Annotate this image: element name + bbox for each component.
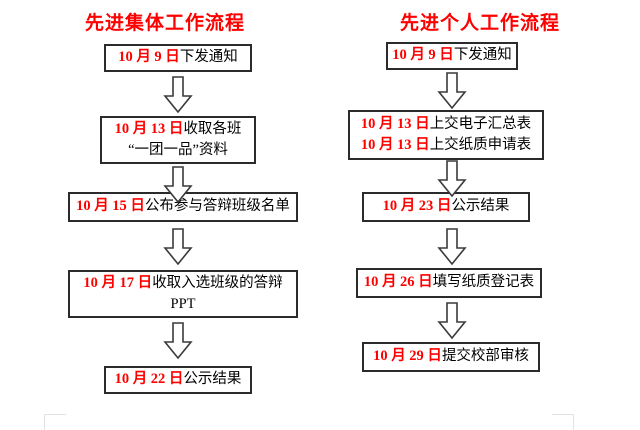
node-date: 10 月 22 日 [114, 371, 184, 388]
arrow-down-icon [437, 160, 467, 198]
node-date: 10 月 26 日 [363, 274, 433, 291]
page-margin-corner-bottom-left [44, 414, 66, 430]
node-date: 10 月 17 日 [83, 274, 153, 291]
arrow-down-icon [437, 228, 467, 266]
node-text: 上交纸质申请表 [429, 137, 532, 153]
node-date: 10 月 9 日 [118, 49, 180, 66]
node-text: “一团一品”资料 [128, 142, 228, 158]
node-line: 10 月 9 日下发通知 [118, 47, 238, 68]
node-date: 10 月 13 日 [360, 137, 430, 153]
arrow-down-icon [163, 166, 193, 204]
node-line: 10 月 23 日公示结果 [383, 196, 510, 217]
node-date: 10 月 13 日 [114, 120, 184, 137]
node-text: PPT [170, 296, 196, 312]
process-node[interactable]: 10 月 13 日收取各班 “一团一品”资料 [100, 116, 256, 164]
node-line: 10 月 29 日提交校部审核 [373, 346, 529, 367]
arrow-down-icon [163, 322, 193, 360]
node-text: 下发通知 [453, 47, 512, 64]
node-text: 提交校部审核 [441, 348, 529, 365]
node-text: 公示结果 [451, 198, 510, 215]
node-text: 下发通知 [179, 49, 238, 66]
process-node[interactable]: 10 月 17 日收取入选班级的答辩 PPT [68, 270, 298, 318]
node-line: 10 月 13 日收取各班 [115, 119, 242, 140]
column-title-individual: 先进个人工作流程 [399, 13, 560, 34]
node-text: 公示结果 [183, 371, 242, 388]
node-line: 10 月 13 日上交纸质申请表 [361, 135, 531, 156]
page-margin-corner-bottom-right [552, 414, 574, 430]
node-line: 10 月 9 日下发通知 [392, 45, 512, 66]
node-text: 填写纸质登记表 [432, 274, 535, 291]
process-node[interactable]: 10 月 29 日提交校部审核 [362, 342, 540, 372]
process-node[interactable]: 10 月 9 日下发通知 [386, 42, 518, 70]
node-date: 10 月 29 日 [373, 348, 442, 365]
process-node[interactable]: 10 月 13 日上交电子汇总表 10 月 13 日上交纸质申请表 [348, 110, 544, 160]
node-text: 公布参与答辩班级名单 [144, 198, 290, 215]
process-node[interactable]: 10 月 26 日填写纸质登记表 [356, 268, 542, 298]
node-line: 10 月 15 日公布参与答辩班级名单 [76, 196, 290, 217]
node-date: 10 月 23 日 [382, 198, 452, 215]
arrow-down-icon [163, 76, 193, 114]
column-title-collective: 先进集体工作流程 [84, 13, 245, 34]
node-date: 10 月 9 日 [392, 47, 454, 64]
node-line: 10 月 13 日上交电子汇总表 [361, 114, 531, 135]
process-node[interactable]: 10 月 9 日下发通知 [104, 44, 252, 72]
node-text: 收取各班 [183, 120, 242, 137]
process-node[interactable]: 10 月 23 日公示结果 [362, 192, 530, 222]
arrow-down-icon [437, 302, 467, 340]
arrow-down-icon [163, 228, 193, 266]
node-line: 10 月 22 日公示结果 [115, 369, 242, 390]
arrow-down-icon [437, 72, 467, 110]
process-node[interactable]: 10 月 22 日公示结果 [104, 366, 252, 394]
node-line: 10 月 26 日填写纸质登记表 [364, 272, 534, 293]
node-line: PPT [171, 294, 196, 315]
node-date: 10 月 15 日 [76, 198, 145, 215]
node-text: 上交电子汇总表 [429, 115, 532, 132]
node-line: “一团一品”资料 [128, 140, 228, 161]
node-line: 10 月 17 日收取入选班级的答辩 [83, 273, 282, 294]
node-text: 收取入选班级的答辩 [152, 274, 283, 291]
node-date: 10 月 13 日 [360, 115, 430, 132]
